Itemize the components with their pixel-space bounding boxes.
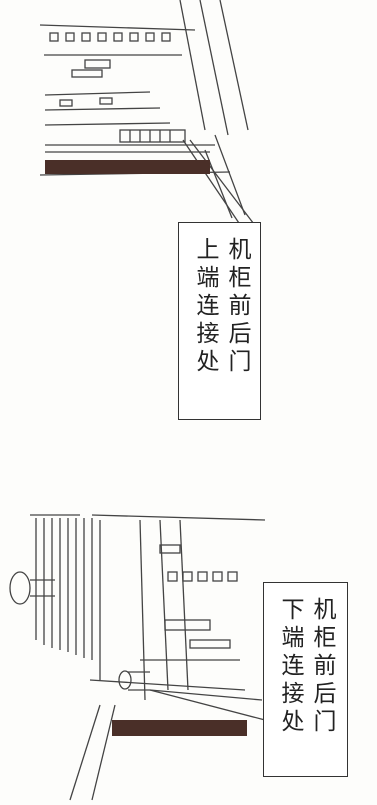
upper-callout-box: 机柜前后门 上端连接处 bbox=[178, 222, 261, 420]
upper-callout-line2: 上端连接处 bbox=[192, 237, 218, 377]
lower-cabinet-view bbox=[9, 514, 266, 801]
lower-callout-box: 机柜前后门 下端连接处 bbox=[263, 582, 348, 777]
lower-callout-line1: 机柜前后门 bbox=[309, 597, 335, 737]
lower-callout-line2: 下端连接处 bbox=[277, 597, 303, 737]
upper-cabinet-view bbox=[39, 0, 261, 233]
upper-callout-line1: 机柜前后门 bbox=[224, 237, 250, 377]
